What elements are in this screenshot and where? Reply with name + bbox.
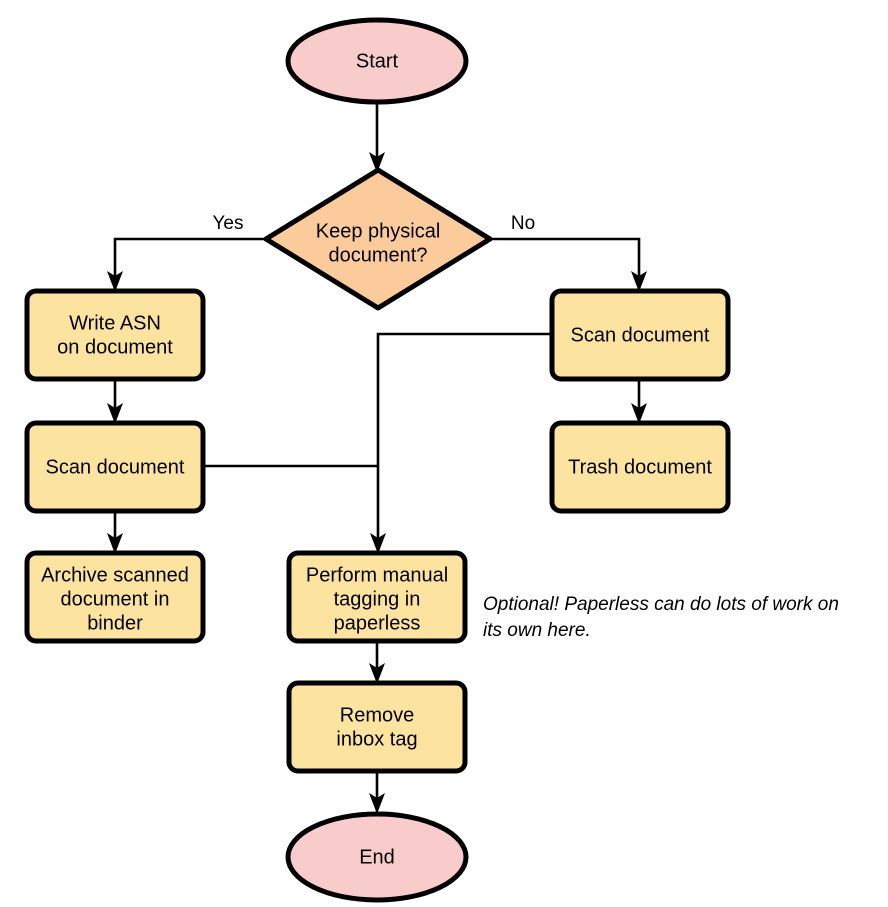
node-scan-document-right[interactable]: Scan document bbox=[549, 288, 731, 382]
node-trash-document[interactable]: Trash document bbox=[549, 420, 731, 514]
remove-inbox-label-line2: inbox tag bbox=[336, 728, 417, 750]
end-label: End bbox=[359, 846, 395, 868]
node-write-asn-on-document[interactable]: Write ASN on document bbox=[24, 288, 206, 382]
edge-line bbox=[376, 332, 552, 543]
node-decision-keep-physical-document[interactable]: Keep physical document? bbox=[263, 167, 493, 311]
process-box-shape[interactable] bbox=[286, 550, 468, 644]
archive-label-line2: document in bbox=[61, 588, 170, 610]
arrowhead-icon bbox=[369, 793, 385, 814]
process-box-shape[interactable] bbox=[549, 288, 731, 382]
arrowhead-icon bbox=[107, 533, 123, 554]
arrowhead-icon bbox=[107, 403, 123, 424]
trash-label-line1: Trash document bbox=[568, 456, 712, 478]
write-asn-label-line2: on document bbox=[57, 336, 173, 358]
manual-tagging-label-line1: Perform manual bbox=[306, 564, 448, 586]
node-remove-inbox-tag[interactable]: Remove inbox tag bbox=[286, 680, 468, 774]
process-box-shape[interactable] bbox=[24, 550, 206, 644]
archive-label-line1: Archive scanned bbox=[41, 564, 189, 586]
manual-tagging-label-line2: tagging in bbox=[334, 588, 421, 610]
start-label: Start bbox=[356, 50, 399, 72]
edge-line bbox=[113, 237, 266, 281]
annotation-line2: its own here. bbox=[483, 620, 591, 641]
end-terminator-shape[interactable] bbox=[285, 811, 469, 903]
arrowhead-icon bbox=[107, 271, 123, 292]
process-box-shape[interactable] bbox=[24, 288, 206, 382]
process-box-shape[interactable] bbox=[286, 680, 468, 774]
node-scan-document-left[interactable]: Scan document bbox=[24, 420, 206, 514]
edge-scan-left-to-archive bbox=[107, 511, 123, 554]
start-terminator-shape[interactable] bbox=[285, 17, 469, 105]
edge-label-yes: Yes bbox=[213, 213, 244, 234]
decision-diamond-shape[interactable] bbox=[263, 167, 493, 311]
edge-remove-inbox-to-end bbox=[369, 771, 385, 814]
manual-tagging-label-line3: paperless bbox=[334, 612, 421, 634]
edge-write-asn-to-scan-left bbox=[107, 379, 123, 424]
arrowhead-icon bbox=[369, 663, 385, 684]
arrowhead-icon bbox=[631, 403, 647, 424]
annotation-line1: Optional! Paperless can do lots of work … bbox=[483, 594, 839, 615]
edge-line bbox=[490, 237, 641, 281]
write-asn-label-line1: Write ASN bbox=[69, 312, 161, 334]
arrowhead-icon bbox=[631, 271, 647, 292]
arrowhead-icon bbox=[370, 533, 386, 554]
annotation-optional-note: Optional! Paperless can do lots of work … bbox=[483, 594, 839, 641]
remove-inbox-label-line1: Remove bbox=[340, 704, 414, 726]
node-archive-scanned-document-in-binder[interactable]: Archive scanned document in binder bbox=[24, 550, 206, 644]
edge-scan-right-to-manual-tagging bbox=[370, 332, 552, 554]
edge-decision-no-to-scan-right bbox=[490, 237, 647, 292]
arrowhead-icon bbox=[369, 152, 385, 173]
process-box-shape[interactable] bbox=[24, 420, 206, 514]
scan-right-label-line1: Scan document bbox=[571, 324, 710, 346]
scan-left-label-line1: Scan document bbox=[46, 456, 185, 478]
edge-start-to-decision bbox=[369, 102, 385, 173]
node-perform-manual-tagging-in-paperless[interactable]: Perform manual tagging in paperless bbox=[286, 550, 468, 644]
edge-decision-yes-to-write-asn bbox=[107, 237, 266, 292]
decision-label-line1: Keep physical bbox=[316, 220, 441, 242]
process-box-shape[interactable] bbox=[549, 420, 731, 514]
node-end[interactable]: End bbox=[285, 811, 469, 903]
edge-scan-right-to-trash bbox=[631, 379, 647, 424]
node-start[interactable]: Start bbox=[285, 17, 469, 105]
decision-label-line2: document? bbox=[329, 244, 428, 266]
edge-label-no: No bbox=[511, 213, 535, 234]
edge-manual-tagging-to-remove-inbox bbox=[369, 641, 385, 684]
archive-label-line3: binder bbox=[87, 612, 143, 634]
